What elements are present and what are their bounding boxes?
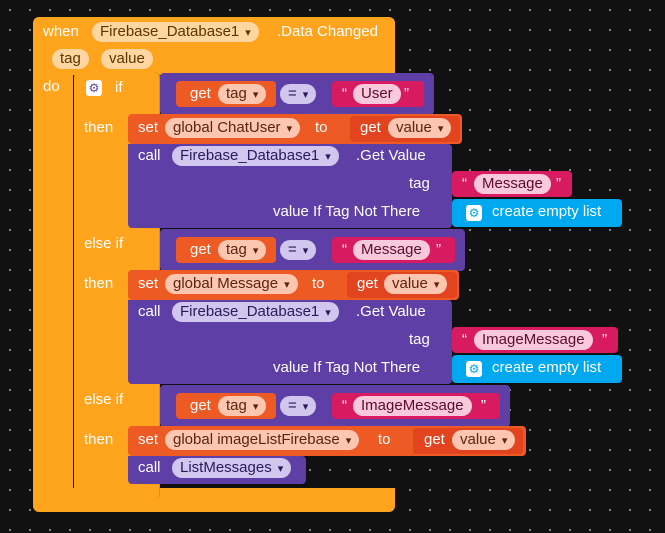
event-name: .Data Changed — [277, 23, 378, 40]
call-label-3: call — [138, 459, 161, 476]
quote-open-3: “ — [342, 397, 347, 414]
text-value-1[interactable]: User — [353, 84, 401, 104]
procedure-dropdown[interactable]: ListMessages — [172, 458, 292, 478]
quote-close-3: ” — [481, 397, 486, 414]
set-get-label-3: get — [424, 431, 445, 448]
list-gear-icon-2[interactable]: ⚙ — [466, 361, 482, 377]
call-label-2: call — [138, 303, 161, 320]
event-block-spine — [33, 70, 73, 500]
then-label-2: then — [84, 275, 114, 292]
set-var-dropdown-1[interactable]: global ChatUser — [165, 118, 301, 138]
set-label-2: set — [138, 275, 159, 292]
tag-socket-label-1: tag — [409, 175, 430, 192]
then-label-1: then — [84, 119, 114, 136]
compare-op-dropdown-2[interactable]: = — [280, 240, 317, 260]
tag-text-value-1[interactable]: Message — [474, 174, 551, 194]
text-value-2[interactable]: Message — [353, 240, 430, 260]
param-tag[interactable]: tag — [52, 49, 89, 69]
event-component-dropdown[interactable]: Firebase_Database1 — [92, 22, 259, 42]
do-label: do — [43, 78, 60, 95]
get-label-2: get — [190, 241, 211, 258]
quote-close-1: ” — [404, 85, 409, 102]
text-value-3[interactable]: ImageMessage — [353, 396, 472, 416]
to-label-3: to — [378, 431, 391, 448]
call-component-dropdown-2[interactable]: Firebase_Database1 — [172, 302, 339, 322]
call-method-1: .Get Value — [356, 147, 426, 164]
value-socket-label-1: value If Tag Not There — [273, 203, 421, 220]
then-label-3: then — [84, 431, 114, 448]
if-label: if — [115, 79, 123, 96]
set-get-label-1: get — [360, 119, 381, 136]
compare-op-dropdown-1[interactable]: = — [280, 84, 317, 104]
to-label-1: to — [315, 119, 328, 136]
call-method-2: .Get Value — [356, 303, 426, 320]
list-gear-icon-1[interactable]: ⚙ — [466, 205, 482, 221]
empty-list-label-2: create empty list — [492, 359, 602, 376]
to-label-2: to — [312, 275, 325, 292]
value-socket-label-2: value If Tag Not There — [273, 359, 421, 376]
tag-quote-close-2: ” — [602, 331, 607, 348]
compare-op-dropdown-3[interactable]: = — [280, 396, 317, 416]
set-var-dropdown-2[interactable]: global Message — [165, 274, 298, 294]
set-get-var-dropdown-2[interactable]: value — [384, 274, 448, 294]
set-get-var-dropdown-3[interactable]: value — [452, 430, 516, 450]
call-label-1: call — [138, 147, 161, 164]
param-value[interactable]: value — [101, 49, 153, 69]
get-label-3: get — [190, 397, 211, 414]
gear-icon[interactable]: ⚙ — [86, 80, 102, 96]
set-get-label-2: get — [357, 275, 378, 292]
else-if-label-1: else if — [84, 235, 124, 252]
call-component-dropdown-1[interactable]: Firebase_Database1 — [172, 146, 339, 166]
empty-list-label-1: create empty list — [492, 203, 602, 220]
tag-quote-open-1: “ — [462, 175, 467, 192]
tag-quote-close-1: ” — [556, 175, 561, 192]
set-label-3: set — [138, 431, 159, 448]
set-var-dropdown-3[interactable]: global imageListFirebase — [165, 430, 360, 450]
quote-open-2: “ — [342, 241, 347, 258]
get-var-dropdown-1[interactable]: tag — [218, 84, 267, 104]
quote-open-1: “ — [342, 85, 347, 102]
when-label: when — [43, 23, 79, 40]
tag-socket-label-2: tag — [409, 331, 430, 348]
set-get-var-dropdown-1[interactable]: value — [388, 118, 452, 138]
get-label-1: get — [190, 85, 211, 102]
quote-close-2: ” — [436, 241, 441, 258]
set-label-1: set — [138, 119, 159, 136]
get-var-dropdown-2[interactable]: tag — [218, 240, 267, 260]
else-if-label-2: else if — [84, 391, 124, 408]
tag-quote-open-2: “ — [462, 331, 467, 348]
get-var-dropdown-3[interactable]: tag — [218, 396, 267, 416]
tag-text-value-2[interactable]: ImageMessage — [474, 330, 593, 350]
